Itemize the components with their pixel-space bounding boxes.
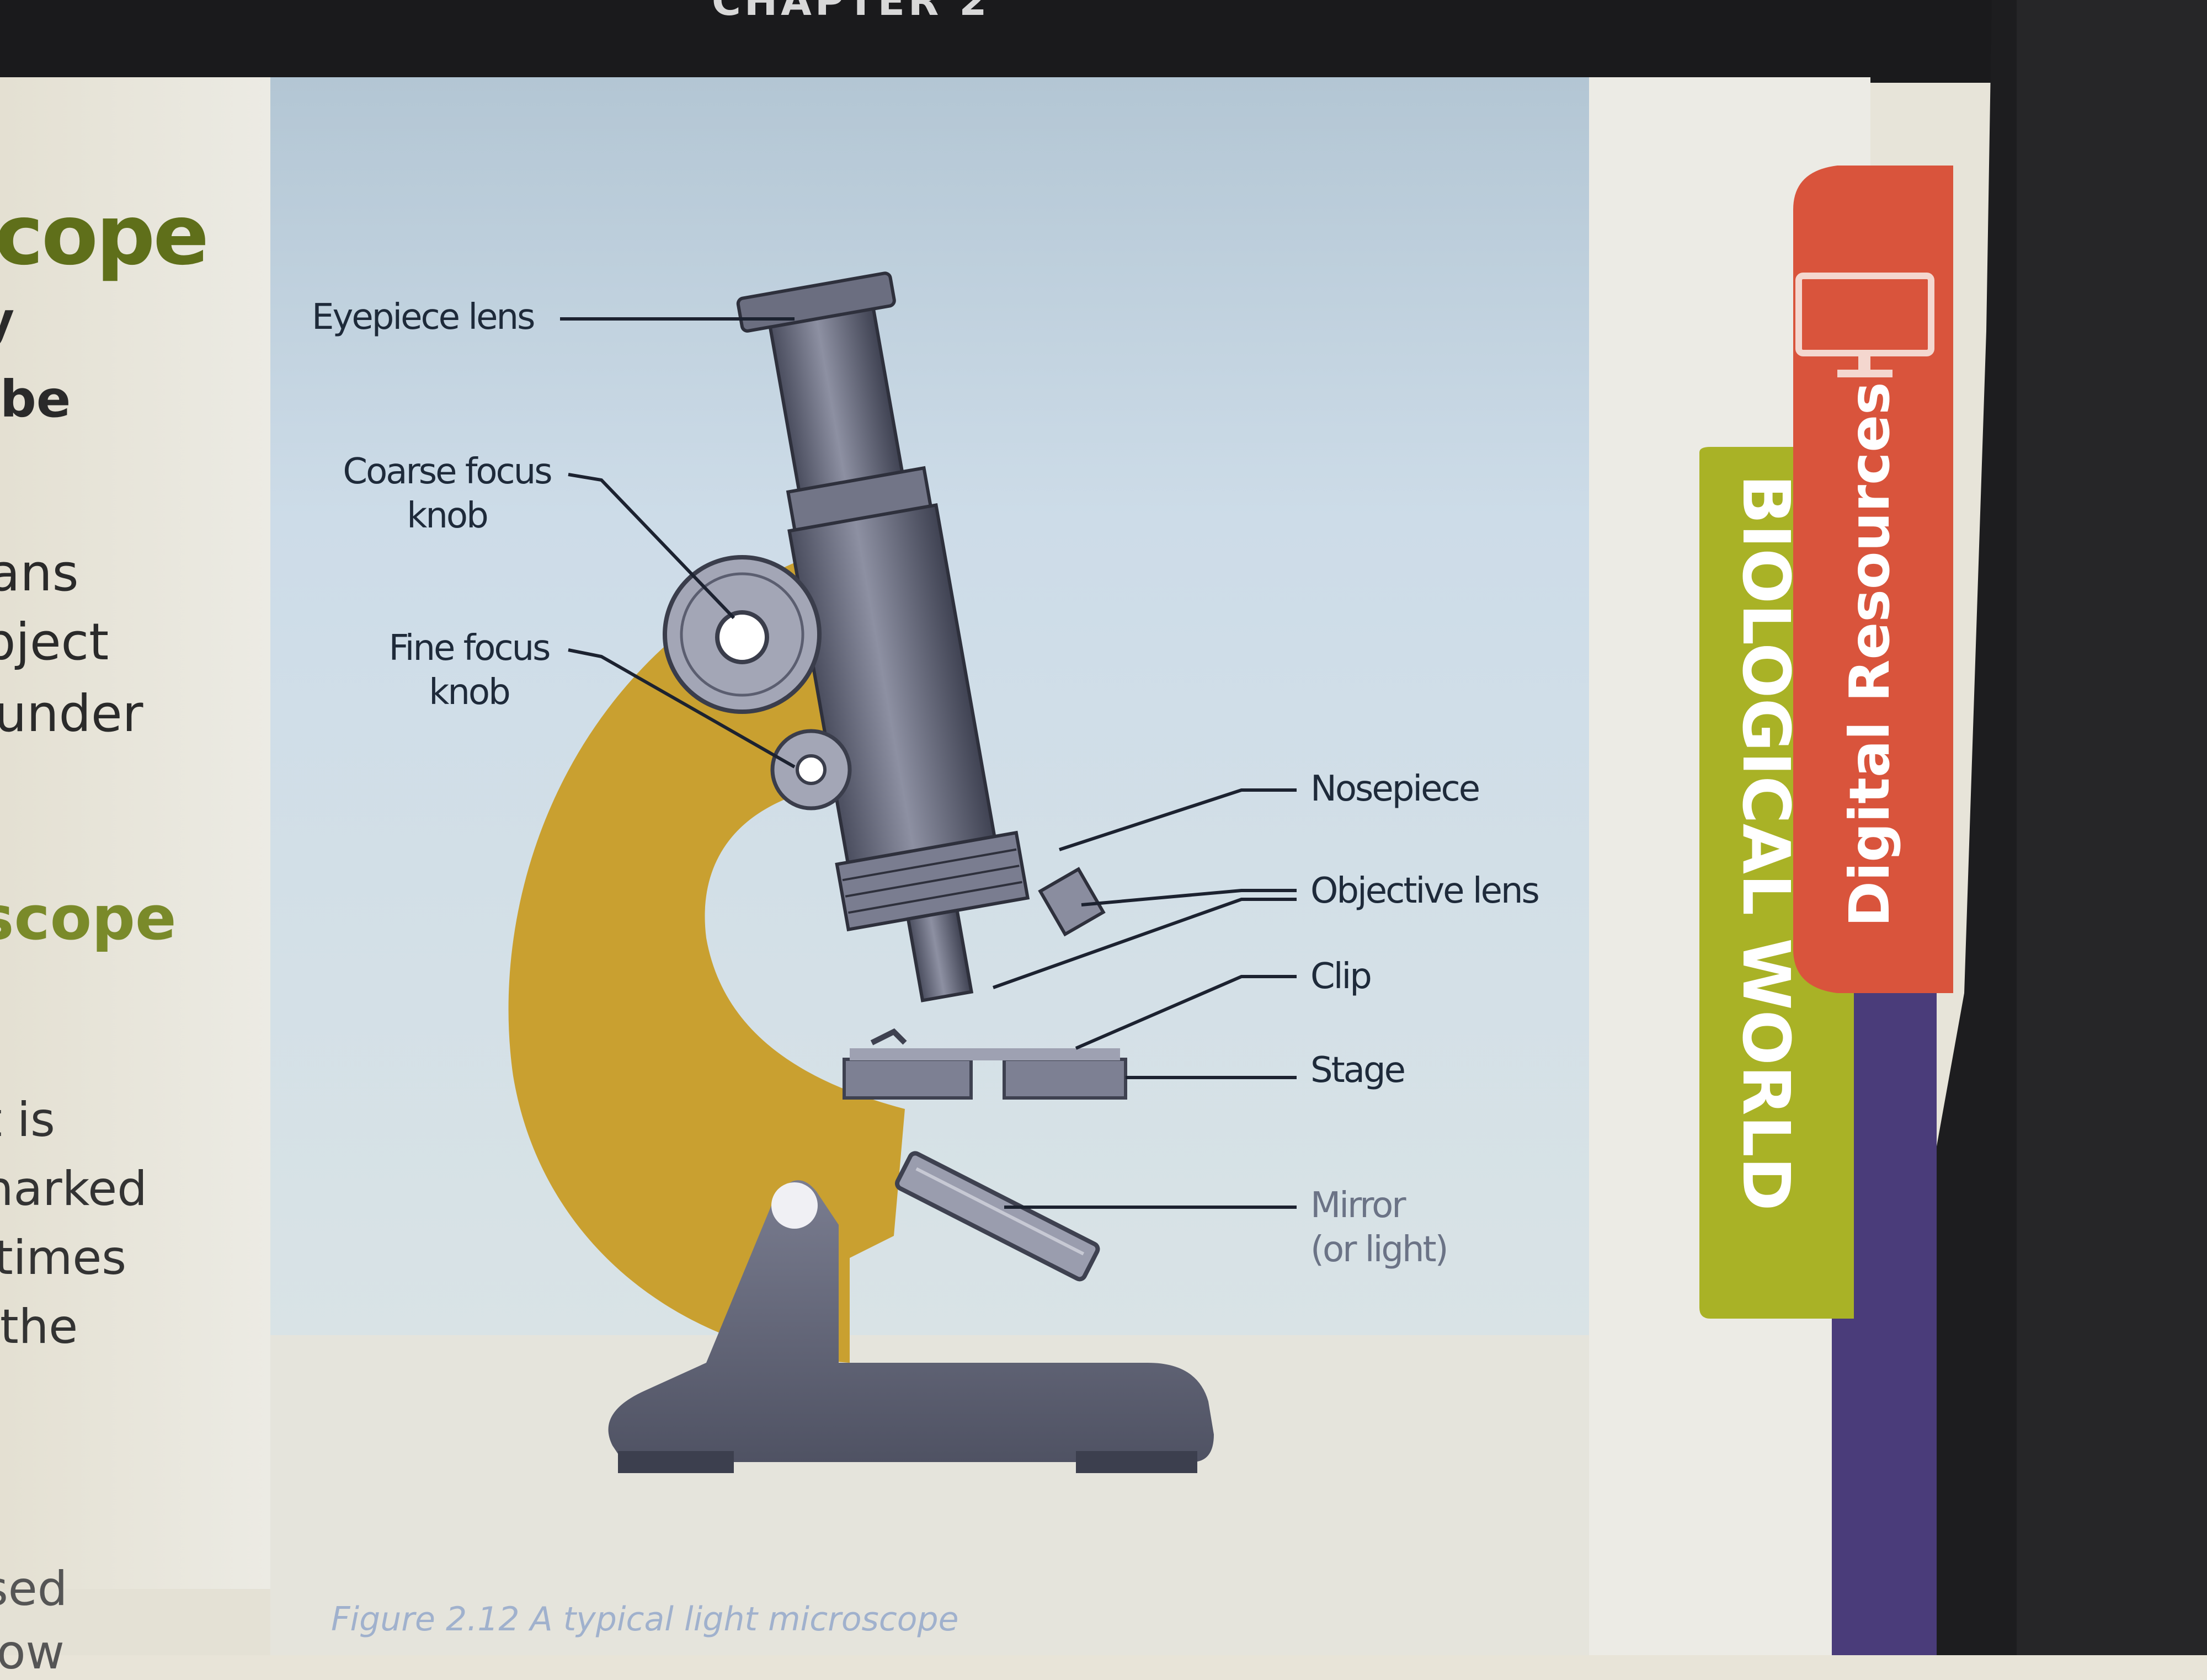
text-fragment: bject xyxy=(0,612,109,671)
label-fine-focus-knob: Fine focus knob xyxy=(353,626,585,714)
heading-fragment-2: scope xyxy=(0,883,177,953)
chapter-header: CHAPTER 2 xyxy=(712,0,990,24)
label-clip: Clip xyxy=(1310,956,1372,997)
microscope-stage xyxy=(843,1028,1127,1100)
microscope-base xyxy=(608,1180,1214,1462)
label-coarse-focus-line1: Coarse focus xyxy=(343,451,552,492)
label-fine-focus-line2: knob xyxy=(429,672,510,713)
leader-lines xyxy=(560,317,1297,1209)
label-mirror-line1: Mirror xyxy=(1310,1185,1406,1226)
tab-digital-resources xyxy=(1793,166,1953,993)
label-objective-lens: Objective lens xyxy=(1310,871,1540,911)
monitor-icon xyxy=(1795,273,1934,377)
label-stage: Stage xyxy=(1310,1050,1406,1091)
text-fragment: the xyxy=(0,1299,78,1354)
label-mirror-line2: (or light) xyxy=(1310,1229,1449,1270)
text-fragment: low xyxy=(0,1625,65,1680)
fine-focus-knob xyxy=(770,729,852,810)
label-mirror: Mirror (or light) xyxy=(1310,1183,1449,1272)
text-fragment: times xyxy=(0,1230,127,1286)
figure-caption: Figure 2.12 A typical light microscope xyxy=(331,1600,959,1639)
heading-fragment-1: cope xyxy=(0,188,209,284)
text-fragment: ans xyxy=(0,543,79,602)
text-fragment: be xyxy=(0,370,71,429)
label-nosepiece: Nosepiece xyxy=(1310,769,1480,809)
label-coarse-focus-knob: Coarse focus knob xyxy=(326,450,568,538)
text-fragment: narked xyxy=(0,1161,147,1217)
text-fragment: y xyxy=(0,292,14,348)
label-fine-focus-line1: Fine focus xyxy=(388,628,551,669)
microscope-tube xyxy=(736,271,1030,1002)
tab-digital-resources-label[interactable]: Digital Resources xyxy=(1837,382,1902,927)
label-coarse-focus-line2: knob xyxy=(407,495,488,536)
tab-biological-world-label[interactable]: BIOLOGICAL WORLD xyxy=(1728,474,1804,1211)
text-fragment: sed xyxy=(0,1561,68,1617)
coarse-focus-knob xyxy=(663,555,822,714)
text-fragment: under xyxy=(0,684,143,743)
mirror xyxy=(894,1151,1100,1282)
label-eyepiece-lens: Eyepiece lens xyxy=(312,297,535,338)
text-fragment: t is xyxy=(0,1092,55,1148)
device-top-bezel xyxy=(0,0,2041,83)
